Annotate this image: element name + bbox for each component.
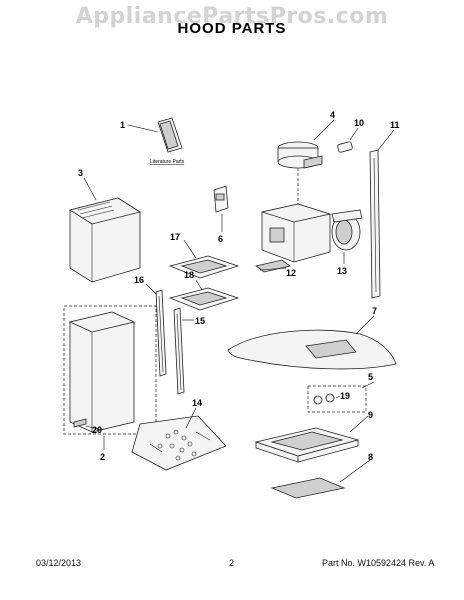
part-17-mounting-frame: 17 [168, 232, 240, 279]
callout-4: 4 [330, 110, 335, 120]
callout-10: 10 [354, 118, 364, 128]
part-2-lower-duct-cover: 20 2 [63, 305, 157, 462]
footer-date: 03/12/2013 [36, 558, 82, 568]
part-5-light-kit: 5 19 [307, 372, 375, 413]
callout-16: 16 [134, 275, 144, 285]
callout-18: 18 [184, 270, 194, 280]
part-7-canopy: 7 [227, 306, 397, 370]
part-4-damper-collar: 4 [277, 110, 335, 169]
callout-12: 12 [286, 268, 296, 278]
footer-part-number: Part No. W10592424 Rev. A [322, 558, 435, 568]
blower-housing [260, 168, 332, 263]
footer-page-number: 2 [229, 558, 235, 568]
part-1-literature: 1 Literature Parts [120, 117, 185, 165]
part-10-connector: 10 [337, 118, 364, 153]
callout-2: 2 [100, 452, 105, 462]
part-9-filter-tray: 9 [254, 410, 373, 463]
callout-20: 20 [92, 425, 102, 435]
part-18-mounting-frame: 18 [168, 270, 240, 311]
callout-17: 17 [170, 232, 180, 242]
callout-6: 6 [218, 234, 223, 244]
page-title: HOOD PARTS [177, 20, 287, 37]
callout-11: 11 [390, 120, 400, 130]
callout-7: 7 [372, 306, 377, 316]
callout-15: 15 [195, 316, 205, 326]
callout-13: 13 [337, 266, 347, 276]
part-6-switch: 6 [213, 185, 229, 244]
callout-3: 3 [78, 168, 83, 178]
callout-19: 19 [340, 391, 350, 401]
part-11-vertical-bracket: 11 [369, 120, 400, 299]
part-14-hardware-kit: 14 [131, 398, 227, 471]
part-15-support-strip: 15 [173, 307, 205, 395]
watermark: AppliancePartsPros.com [75, 4, 389, 29]
part-13-blower-wheel: 13 [331, 209, 363, 276]
callout-8: 8 [368, 452, 373, 462]
part-3-upper-duct-cover: 3 [68, 168, 142, 283]
callout-14: 14 [192, 398, 202, 408]
callout-1: 1 [120, 120, 125, 130]
part-8-filter: 8 [270, 452, 373, 499]
part-12-plate: 12 [255, 259, 296, 278]
literature-parts-label: Literature Parts [150, 159, 185, 165]
callout-9: 9 [368, 410, 373, 420]
part-16-support-strip: 16 [134, 275, 167, 377]
callout-5: 5 [368, 372, 373, 382]
